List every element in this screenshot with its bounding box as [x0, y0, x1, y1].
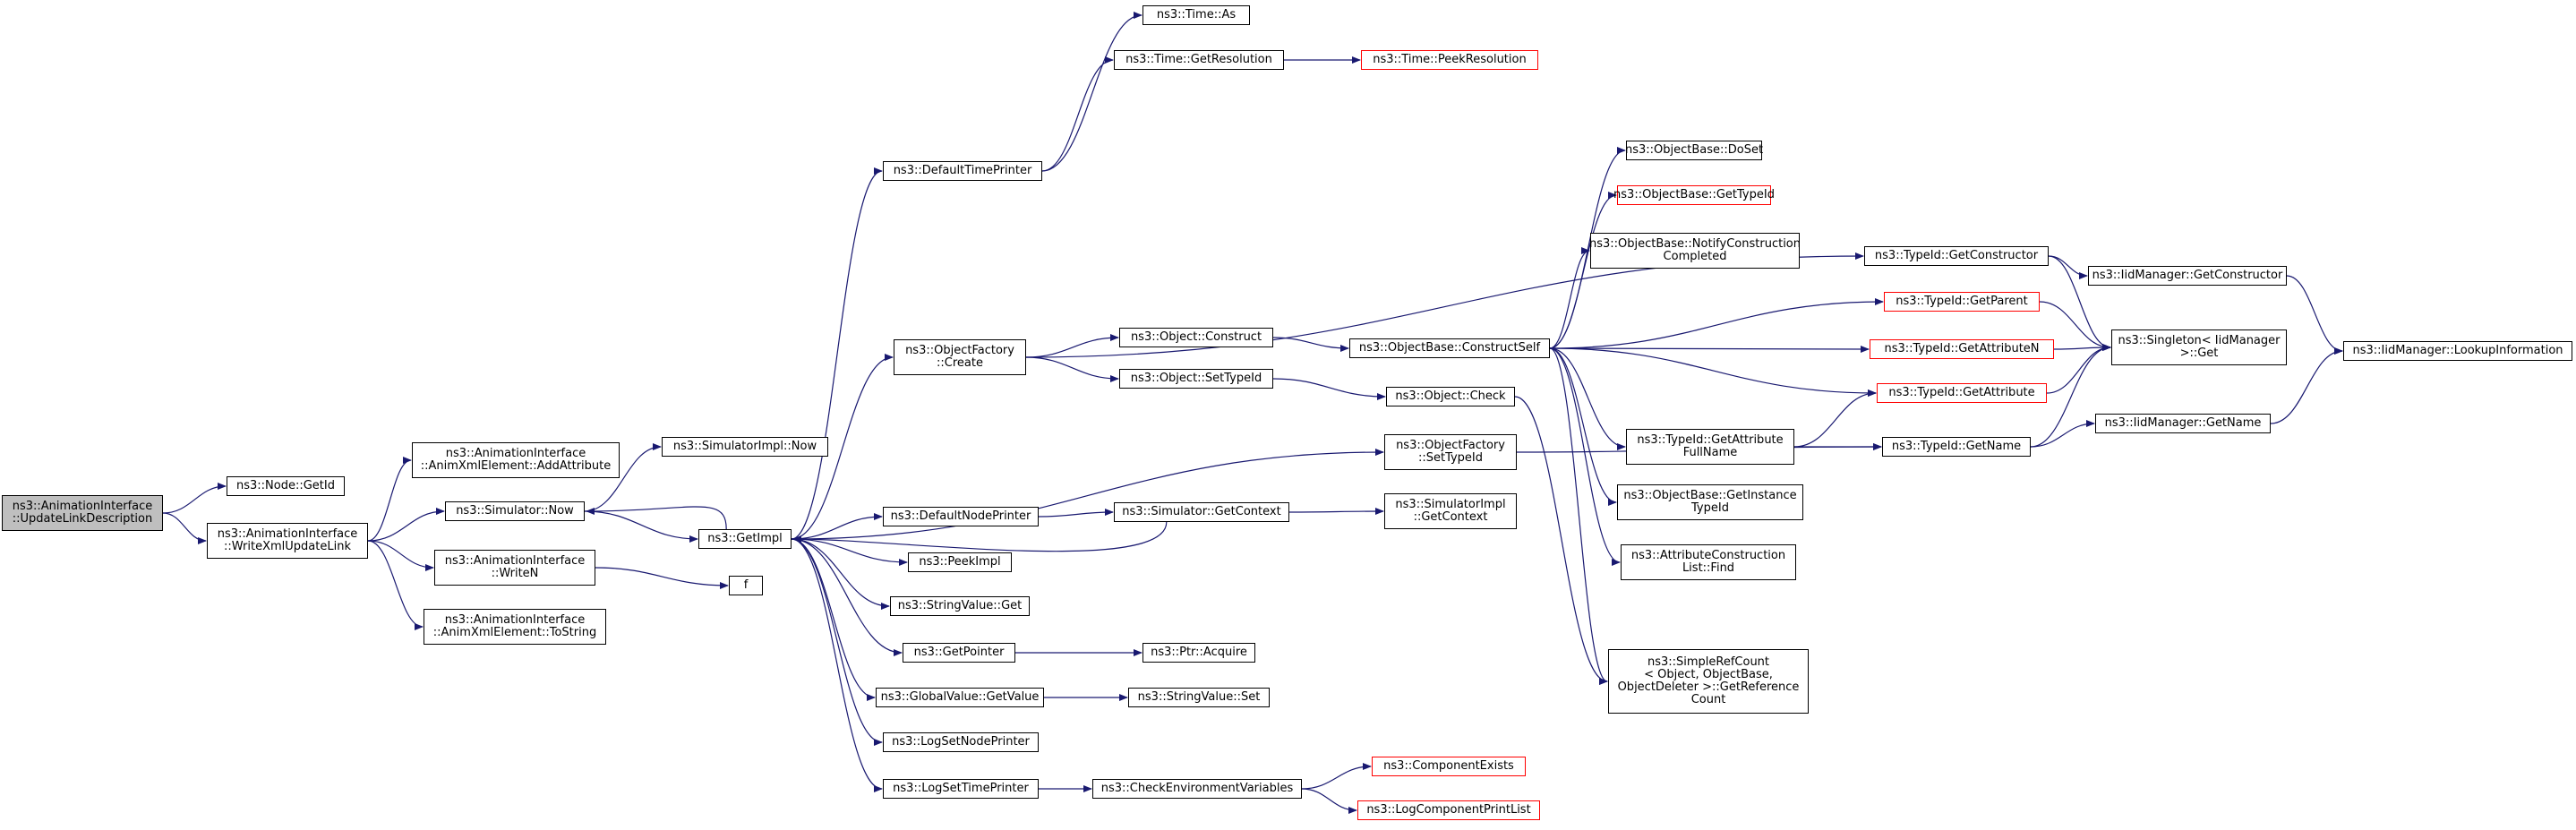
node-timegetres[interactable]: ns3::Time::GetResolution	[1114, 50, 1284, 70]
edge-root-to-getid	[162, 483, 227, 514]
edge-tidgetattrfull-to-tidgetattr	[1793, 389, 1877, 448]
node-peekimpl[interactable]: ns3::PeekImpl	[908, 552, 1012, 572]
edge-getimpl-to-peekimpl	[791, 538, 908, 566]
edge-getimpl-to-deftimeprinter	[791, 167, 883, 540]
edge-constructself-to-tidgetparent	[1549, 298, 1884, 349]
edge-constructself-to-notifyconst	[1549, 247, 1590, 349]
node-logsettimeprinter[interactable]: ns3::LogSetTimePrinter	[883, 779, 1039, 799]
node-notifyconst[interactable]: ns3::ObjectBase::NotifyConstruction Comp…	[1589, 233, 1801, 269]
node-iidgetconstructor[interactable]: ns3::IidManager::GetConstructor	[2088, 266, 2287, 286]
edge-constructself-to-tidgetattrfull	[1549, 347, 1626, 450]
node-simgetcontext[interactable]: ns3::Simulator::GetContext	[1114, 502, 1289, 522]
edge-constructself-to-attrconstfind	[1549, 347, 1621, 566]
edge-writexml-to-tostring	[367, 540, 424, 630]
node-writen[interactable]: ns3::AnimationInterface ::WriteN	[434, 550, 595, 586]
edge-objfcreate-to-objconstruct	[1025, 334, 1119, 358]
edge-simgetcontext-to-getimpl	[792, 521, 1168, 552]
edge-simnow-to-simimplnow	[584, 443, 662, 512]
node-logcompprintlist[interactable]: ns3::LogComponentPrintList	[1357, 800, 1540, 820]
node-stringvalueset[interactable]: ns3::StringValue::Set	[1128, 688, 1270, 707]
edge-getimpl-to-defnodeprinter	[791, 513, 883, 540]
edge-writen-to-f	[595, 567, 729, 589]
node-writexml[interactable]: ns3::AnimationInterface ::WriteXmlUpdate…	[207, 523, 368, 559]
edge-getimpl-to-simnow	[586, 506, 727, 530]
node-tidgetname[interactable]: ns3::TypeId::GetName	[1882, 437, 2031, 457]
edge-deftimeprinter-to-timegetres	[1041, 56, 1114, 172]
edge-getimpl-to-logsettimeprinter	[791, 538, 883, 792]
node-checkenvvars[interactable]: ns3::CheckEnvironmentVariables	[1092, 779, 1302, 799]
node-objfsettypeid[interactable]: ns3::ObjectFactory ::SetTypeId	[1384, 434, 1517, 470]
node-tidgetattrfull[interactable]: ns3::TypeId::GetAttribute FullName	[1626, 429, 1794, 465]
edge-root-to-writexml	[162, 512, 207, 544]
node-objsettypeid[interactable]: ns3::Object::SetTypeId	[1119, 369, 1273, 389]
node-deftimeprinter[interactable]: ns3::DefaultTimePrinter	[883, 161, 1042, 181]
node-stringvalueget[interactable]: ns3::StringValue::Get	[890, 596, 1030, 616]
node-simimplnow[interactable]: ns3::SimulatorImpl::Now	[662, 437, 828, 457]
node-defnodeprinter[interactable]: ns3::DefaultNodePrinter	[883, 507, 1039, 526]
edge-getimpl-to-logsetnodeprinter	[791, 538, 883, 746]
edge-deftimeprinter-to-timeas	[1041, 12, 1143, 172]
edge-objsettypeid-to-objcheck	[1272, 378, 1386, 400]
edge-writexml-to-addattr	[367, 457, 412, 542]
edge-checkenvvars-to-logcompprintlist	[1301, 788, 1357, 814]
node-objfcreate[interactable]: ns3::ObjectFactory ::Create	[894, 339, 1026, 375]
edge-simgetcontext-to-simimplgetcontext	[1288, 508, 1384, 516]
edge-objfcreate-to-objsettypeid	[1025, 356, 1119, 382]
node-iidgetname[interactable]: ns3::IidManager::GetName	[2095, 414, 2271, 433]
edge-constructself-to-simplerefcount	[1549, 347, 1608, 685]
edge-writexml-to-writen	[367, 540, 434, 571]
node-tidgetparent[interactable]: ns3::TypeId::GetParent	[1884, 292, 2040, 312]
edge-constructself-to-getinsttypeid	[1549, 347, 1617, 506]
node-simimplgetcontext[interactable]: ns3::SimulatorImpl ::GetContext	[1384, 493, 1517, 529]
node-objconstruct[interactable]: ns3::Object::Construct	[1119, 328, 1273, 347]
node-simnow[interactable]: ns3::Simulator::Now	[445, 501, 585, 521]
node-getinsttypeid[interactable]: ns3::ObjectBase::GetInstance TypeId	[1617, 484, 1803, 520]
edge-tidgetconstructor-to-singletonget	[2048, 255, 2111, 351]
node-singletonget[interactable]: ns3::Singleton< IidManager >::Get	[2111, 329, 2287, 365]
node-tidgetattr[interactable]: ns3::TypeId::GetAttribute	[1877, 383, 2047, 403]
edge-tidgetname-to-singletonget	[2030, 344, 2111, 448]
edge-simnow-to-getimpl	[584, 510, 698, 543]
edge-getimpl-to-stringvalueget	[791, 538, 890, 610]
edge-constructself-to-tidgetattrn	[1549, 345, 1870, 353]
node-addattr[interactable]: ns3::AnimationInterface ::AnimXmlElement…	[412, 442, 620, 478]
edge-tidgetname-to-iidgetname	[2030, 420, 2095, 448]
edge-iidgetname-to-lookupinfo	[2270, 347, 2343, 424]
node-doset[interactable]: ns3::ObjectBase::DoSet	[1625, 141, 1763, 160]
node-timeas[interactable]: ns3::Time::As	[1143, 5, 1250, 25]
node-getid[interactable]: ns3::Node::GetId	[227, 476, 345, 496]
node-globalvalueget[interactable]: ns3::GlobalValue::GetValue	[876, 688, 1044, 707]
node-lookupinfo[interactable]: ns3::IidManager::LookupInformation	[2343, 341, 2572, 361]
edge-writexml-to-simnow	[367, 508, 445, 542]
node-simplerefcount[interactable]: ns3::SimpleRefCount < Object, ObjectBase…	[1608, 649, 1809, 714]
edge-objcheck-to-simplerefcount	[1514, 396, 1608, 685]
node-getimpl[interactable]: ns3::GetImpl	[698, 529, 792, 549]
node-constructself[interactable]: ns3::ObjectBase::ConstructSelf	[1349, 338, 1550, 358]
node-getpointer[interactable]: ns3::GetPointer	[903, 643, 1015, 663]
edge-tidgetparent-to-singletonget	[2039, 301, 2111, 351]
node-objcheck[interactable]: ns3::Object::Check	[1386, 387, 1515, 406]
node-f[interactable]: f	[729, 576, 763, 595]
edge-constructself-to-obgettypeid	[1549, 192, 1617, 349]
node-peekres[interactable]: ns3::Time::PeekResolution	[1361, 50, 1538, 70]
edge-getimpl-to-objfcreate	[791, 354, 894, 540]
edge-defnodeprinter-to-simgetcontext	[1038, 509, 1114, 518]
node-tostring[interactable]: ns3::AnimationInterface ::AnimXmlElement…	[424, 609, 606, 645]
node-root: ns3::AnimationInterface ::UpdateLinkDesc…	[2, 495, 163, 531]
node-tidgetattrn[interactable]: ns3::TypeId::GetAttributeN	[1870, 339, 2054, 359]
edge-checkenvvars-to-componentexists	[1301, 763, 1372, 790]
edge-getimpl-to-getpointer	[791, 538, 903, 656]
node-obgettypeid[interactable]: ns3::ObjectBase::GetTypeId	[1613, 185, 1775, 205]
edge-objconstruct-to-constructself	[1272, 337, 1349, 352]
node-logsetnodeprinter[interactable]: ns3::LogSetNodePrinter	[883, 732, 1039, 752]
node-attrconstfind[interactable]: ns3::AttributeConstruction List::Find	[1621, 544, 1796, 580]
node-ptracquire[interactable]: ns3::Ptr::Acquire	[1143, 643, 1255, 663]
edge-getimpl-to-objfsettypeid	[791, 449, 1384, 540]
edge-constructself-to-tidgetattr	[1549, 347, 1877, 397]
node-tidgetconstructor[interactable]: ns3::TypeId::GetConstructor	[1864, 246, 2049, 266]
node-componentexists[interactable]: ns3::ComponentExists	[1372, 757, 1526, 776]
